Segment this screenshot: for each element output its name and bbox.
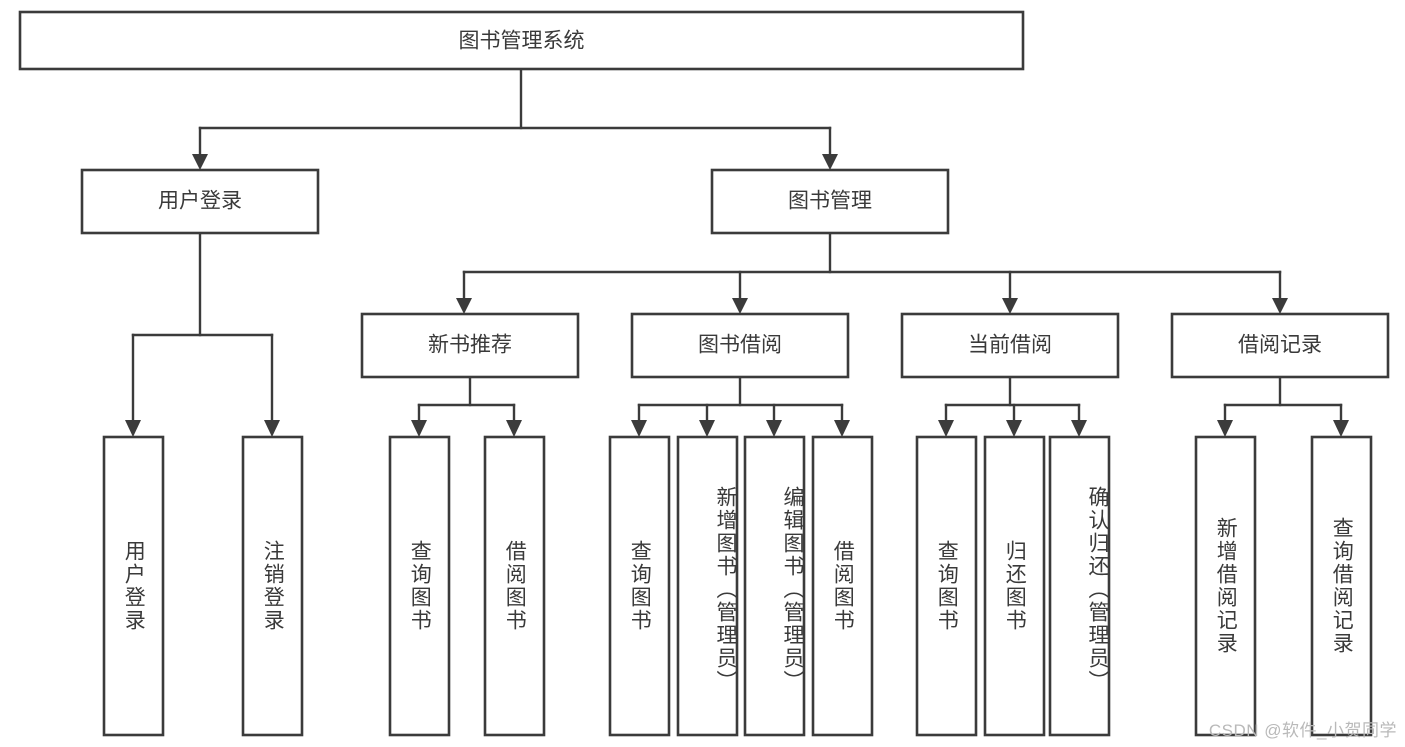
node-leaf-query-book-borrow[interactable] [608, 435, 671, 737]
arrow-head-current-borrow [1002, 298, 1018, 314]
node-leaf-edit-book-admin[interactable] [743, 435, 806, 737]
arrow-head-leaf-return-book [1006, 420, 1022, 437]
node-borrow-records[interactable] [1170, 312, 1390, 379]
arrow-head-leaf-query-book-current [938, 420, 954, 437]
arrow-head-new-book-recommend [456, 298, 472, 314]
arrow-head-leaf-query-borrow-record [1333, 420, 1349, 437]
arrow-head-borrow-records [1272, 298, 1288, 314]
arrow-head-book-mgmt [822, 154, 838, 170]
node-user-login-label: 用户登录 [158, 190, 242, 213]
node-new-book-recommend[interactable] [360, 312, 580, 379]
node-current-borrow[interactable] [900, 312, 1120, 379]
arrow-head-book-borrow [732, 298, 748, 314]
node-leaf-add-borrow-record[interactable] [1194, 435, 1257, 737]
node-leaf-add-book-admin[interactable] [676, 435, 739, 737]
arrow-head-leaf-confirm-return-admin [1071, 420, 1087, 437]
node-leaf-user-login[interactable] [102, 435, 165, 737]
node-leaf-query-borrow-record[interactable] [1310, 435, 1373, 737]
node-new-book-recommend-label: 新书推荐 [428, 334, 512, 357]
node-leaf-logout[interactable] [241, 435, 304, 737]
arrow-head-leaf-borrow-book [834, 420, 850, 437]
node-leaf-query-book-rec[interactable] [388, 435, 451, 737]
node-leaf-confirm-return-admin[interactable] [1048, 435, 1111, 737]
arrow-head-leaf-logout [264, 420, 280, 437]
node-layer: 图书管理系统 用户登录 图书管理 新书推荐 图书借阅 当前借阅 借阅记录 [18, 10, 1390, 737]
node-borrow-records-label: 借阅记录 [1238, 334, 1322, 357]
node-book-borrow[interactable] [630, 312, 850, 379]
node-leaf-query-book-current[interactable] [915, 435, 978, 737]
arrow-head-leaf-add-borrow-record [1217, 420, 1233, 437]
arrow-head-leaf-user-login [125, 420, 141, 437]
arrow-head-leaf-query-book-borrow [631, 420, 647, 437]
node-user-login[interactable] [80, 168, 320, 235]
node-root[interactable] [18, 10, 1025, 71]
node-book-borrow-label: 图书借阅 [698, 334, 782, 357]
csdn-watermark: CSDN @软件_小贺同学 [1208, 721, 1397, 740]
node-leaf-borrow-book[interactable] [811, 435, 874, 737]
arrow-head-user-login [192, 154, 208, 170]
arrow-head-leaf-add-book-admin [699, 420, 715, 437]
node-book-management-label: 图书管理 [788, 190, 872, 213]
node-leaf-borrow-book-rec[interactable] [483, 435, 546, 737]
arrow-head-leaf-query-book-rec [411, 420, 427, 437]
connector-layer [125, 67, 1349, 437]
node-current-borrow-label: 当前借阅 [968, 334, 1052, 357]
arrow-head-leaf-edit-book-admin [766, 420, 782, 437]
node-root-label: 图书管理系统 [459, 30, 585, 53]
arrow-head-leaf-borrow-book-rec [506, 420, 522, 437]
node-leaf-return-book[interactable] [983, 435, 1046, 737]
node-book-management[interactable] [710, 168, 950, 235]
